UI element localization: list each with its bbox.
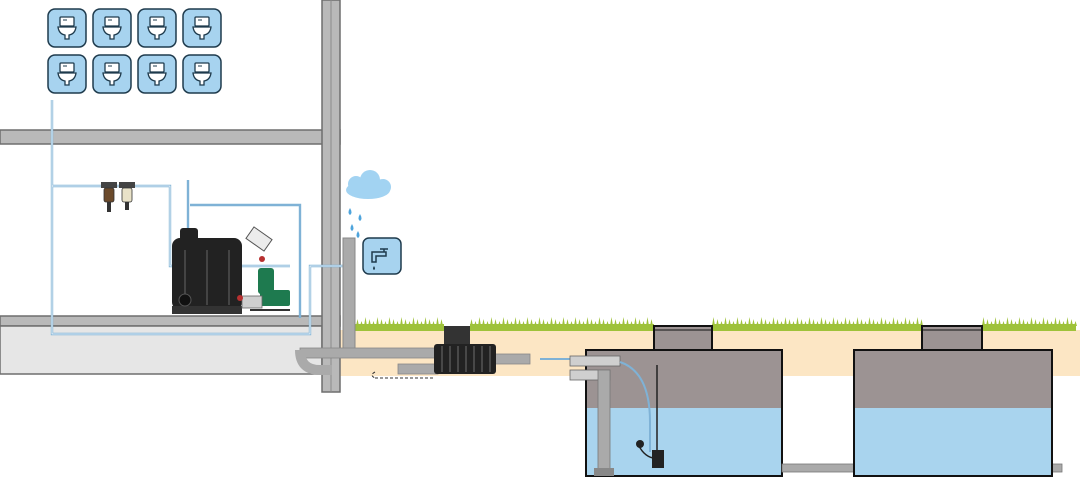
- toilet-icon: [92, 8, 132, 48]
- faucet-icon: [362, 237, 402, 275]
- grass-base: [982, 324, 1076, 331]
- grass-strip: [352, 317, 1077, 331]
- tank2-outlet-pipe: [1051, 463, 1063, 473]
- grass-base: [352, 324, 444, 331]
- raindrops: [348, 208, 362, 238]
- toilet-icon: [137, 8, 177, 48]
- toilet-icon: [47, 8, 87, 48]
- tank-connector-pipe: [781, 463, 857, 473]
- grass-blades: [352, 317, 443, 326]
- toilet-icon-grid: [47, 8, 222, 94]
- filter-housing-2: [119, 182, 135, 210]
- underground-tank-2: [853, 325, 1053, 477]
- pump: [237, 226, 290, 311]
- toilet-icon: [137, 54, 177, 94]
- grass-base: [712, 324, 922, 331]
- toilet-icon: [92, 54, 132, 94]
- filter-housing-1: [101, 182, 117, 212]
- grass-blades: [470, 317, 653, 326]
- rain-cloud-icon: [346, 170, 391, 199]
- inline-filter: [434, 326, 496, 374]
- toilet-icon: [47, 54, 87, 94]
- downpipe: [342, 237, 356, 357]
- toilet-icon: [182, 8, 222, 48]
- control-unit: [172, 228, 242, 314]
- grass-blades: [712, 317, 923, 326]
- grass-blades: [982, 317, 1077, 326]
- grass-base: [470, 324, 654, 331]
- toilet-icon: [182, 54, 222, 94]
- underground-tank-1: [569, 325, 783, 477]
